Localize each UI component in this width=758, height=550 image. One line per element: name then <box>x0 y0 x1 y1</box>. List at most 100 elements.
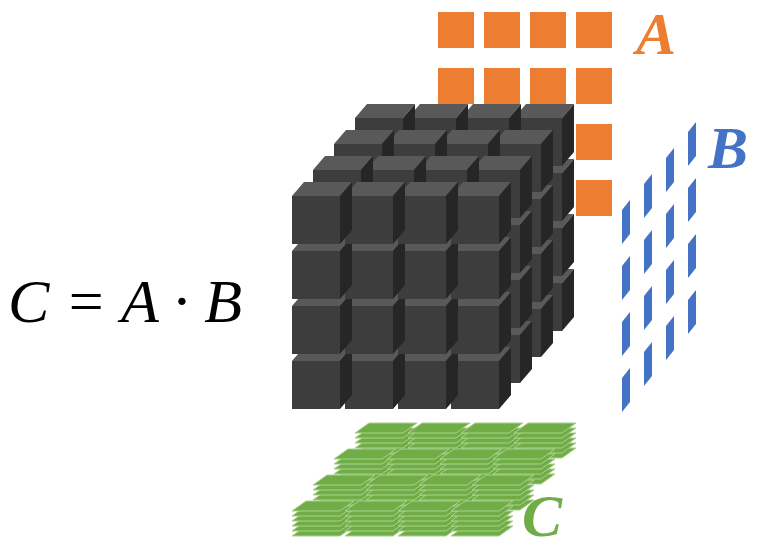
cube-side <box>562 214 574 276</box>
cube-side <box>393 237 405 299</box>
compute-unit <box>345 237 405 299</box>
cube-front <box>398 251 446 299</box>
a-element <box>576 124 612 160</box>
a-element <box>530 12 566 48</box>
a-element <box>576 12 612 48</box>
b-element <box>666 204 674 248</box>
b-element <box>622 200 630 244</box>
compute-unit <box>292 237 352 299</box>
cube-front <box>451 361 499 409</box>
a-element <box>530 68 566 104</box>
cube-front <box>451 251 499 299</box>
compute-cube <box>292 104 574 409</box>
cube-side <box>340 292 352 354</box>
cube-front <box>345 306 393 354</box>
compute-unit <box>292 347 352 409</box>
b-element <box>644 286 652 330</box>
c-plate <box>514 423 576 433</box>
b-element <box>666 260 674 304</box>
cube-side <box>393 347 405 409</box>
cube-side <box>446 347 458 409</box>
cube-side <box>340 237 352 299</box>
c-plate <box>313 475 375 485</box>
compute-unit <box>345 347 405 409</box>
c-plate <box>398 501 460 511</box>
c-plate <box>461 423 523 433</box>
cube-front <box>451 306 499 354</box>
compute-unit <box>451 347 511 409</box>
a-element <box>484 68 520 104</box>
cube-side <box>393 182 405 244</box>
cube-front <box>398 361 446 409</box>
c-plate <box>366 475 428 485</box>
a-element <box>576 180 612 216</box>
b-element <box>644 174 652 218</box>
cube-side <box>541 240 553 302</box>
a-element <box>576 68 612 104</box>
c-plate <box>493 449 555 459</box>
compute-unit <box>451 292 511 354</box>
c-plate <box>419 475 481 485</box>
b-element <box>688 178 696 222</box>
cube-side <box>499 237 511 299</box>
a-element <box>484 12 520 48</box>
cube-front <box>345 361 393 409</box>
cube-side <box>520 321 532 383</box>
compute-unit <box>345 182 405 244</box>
matrix-label: A <box>636 4 676 64</box>
b-element <box>622 312 630 356</box>
equation: C = A · B <box>8 270 242 332</box>
cube-side <box>541 130 553 192</box>
cube-side <box>446 182 458 244</box>
cube-side <box>562 269 574 331</box>
cube-side <box>520 211 532 273</box>
matrix-label: B <box>708 118 748 178</box>
b-element <box>666 148 674 192</box>
c-plate <box>334 449 396 459</box>
b-element <box>688 122 696 166</box>
c-stack <box>451 501 513 536</box>
c-plate <box>355 423 417 433</box>
c-plate <box>345 501 407 511</box>
b-element <box>644 342 652 386</box>
cube-side <box>340 182 352 244</box>
compute-unit <box>292 182 352 244</box>
cube-front <box>292 251 340 299</box>
cube-front <box>451 196 499 244</box>
cube-side <box>541 295 553 357</box>
cube-side <box>520 266 532 328</box>
cube-side <box>446 237 458 299</box>
compute-unit <box>398 237 458 299</box>
compute-unit <box>398 347 458 409</box>
c-plate <box>292 501 354 511</box>
c-plate <box>408 423 470 433</box>
cube-side <box>340 347 352 409</box>
b-element <box>666 316 674 360</box>
cube-side <box>562 104 574 166</box>
cube-side <box>499 182 511 244</box>
cube-front <box>292 361 340 409</box>
c-plate <box>440 449 502 459</box>
cube-side <box>520 156 532 218</box>
c-plate <box>387 449 449 459</box>
cube-side <box>499 347 511 409</box>
cube-front <box>292 196 340 244</box>
cube-side <box>393 292 405 354</box>
cube-front <box>345 251 393 299</box>
cube-front <box>398 196 446 244</box>
cube-side <box>499 292 511 354</box>
b-element <box>622 368 630 412</box>
b-element <box>688 234 696 278</box>
b-element <box>688 290 696 334</box>
b-element <box>644 230 652 274</box>
cube-side <box>446 292 458 354</box>
cube-side <box>541 185 553 247</box>
a-element <box>438 68 474 104</box>
cube-front <box>345 196 393 244</box>
compute-unit <box>345 292 405 354</box>
c-plate <box>451 501 513 511</box>
compute-unit <box>451 182 511 244</box>
a-element <box>438 12 474 48</box>
cube-front <box>398 306 446 354</box>
